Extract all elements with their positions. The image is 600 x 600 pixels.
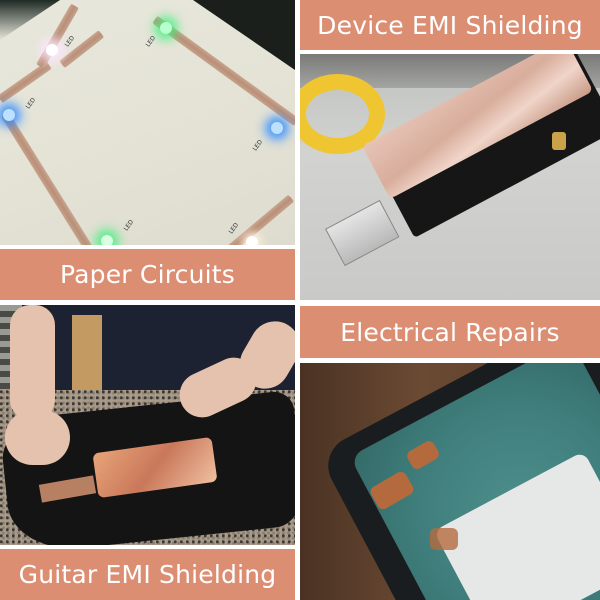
tile-device-emi-shielding: Device EMI Shielding: [300, 0, 600, 300]
led-blue-icon: [3, 109, 15, 121]
device-emi-photo: [300, 54, 600, 300]
caption-text: Paper Circuits: [59, 260, 236, 289]
guitar-emi-photo: [0, 305, 295, 545]
led-white-icon: [246, 236, 258, 245]
led-green-icon: [160, 22, 172, 34]
electrical-repairs-photo: [300, 363, 600, 600]
led-green-icon: [101, 235, 113, 245]
caption-text: Guitar EMI Shielding: [18, 560, 277, 589]
copper-tape-patch: [430, 528, 458, 550]
caption-banner: Paper Circuits: [0, 249, 295, 300]
tile-electrical-repairs: Electrical Repairs: [300, 300, 600, 600]
tile-paper-circuits: LED LED LED LED LED LED Paper Circuits: [0, 0, 295, 300]
wood-post: [72, 315, 102, 400]
paper-circuits-photo: LED LED LED LED LED LED: [0, 0, 295, 245]
caption-text: Electrical Repairs: [340, 317, 560, 347]
caption-text: Device EMI Shielding: [317, 10, 583, 40]
caption-banner: Device EMI Shielding: [300, 0, 600, 50]
caption-banner: Guitar EMI Shielding: [0, 549, 295, 600]
antenna-connector-icon: [552, 132, 566, 150]
led-blue-icon: [271, 122, 283, 134]
left-arm: [10, 305, 55, 420]
tile-guitar-emi-shielding: Guitar EMI Shielding: [0, 300, 295, 600]
led-white-icon: [46, 44, 58, 56]
caption-banner: Electrical Repairs: [300, 306, 600, 358]
